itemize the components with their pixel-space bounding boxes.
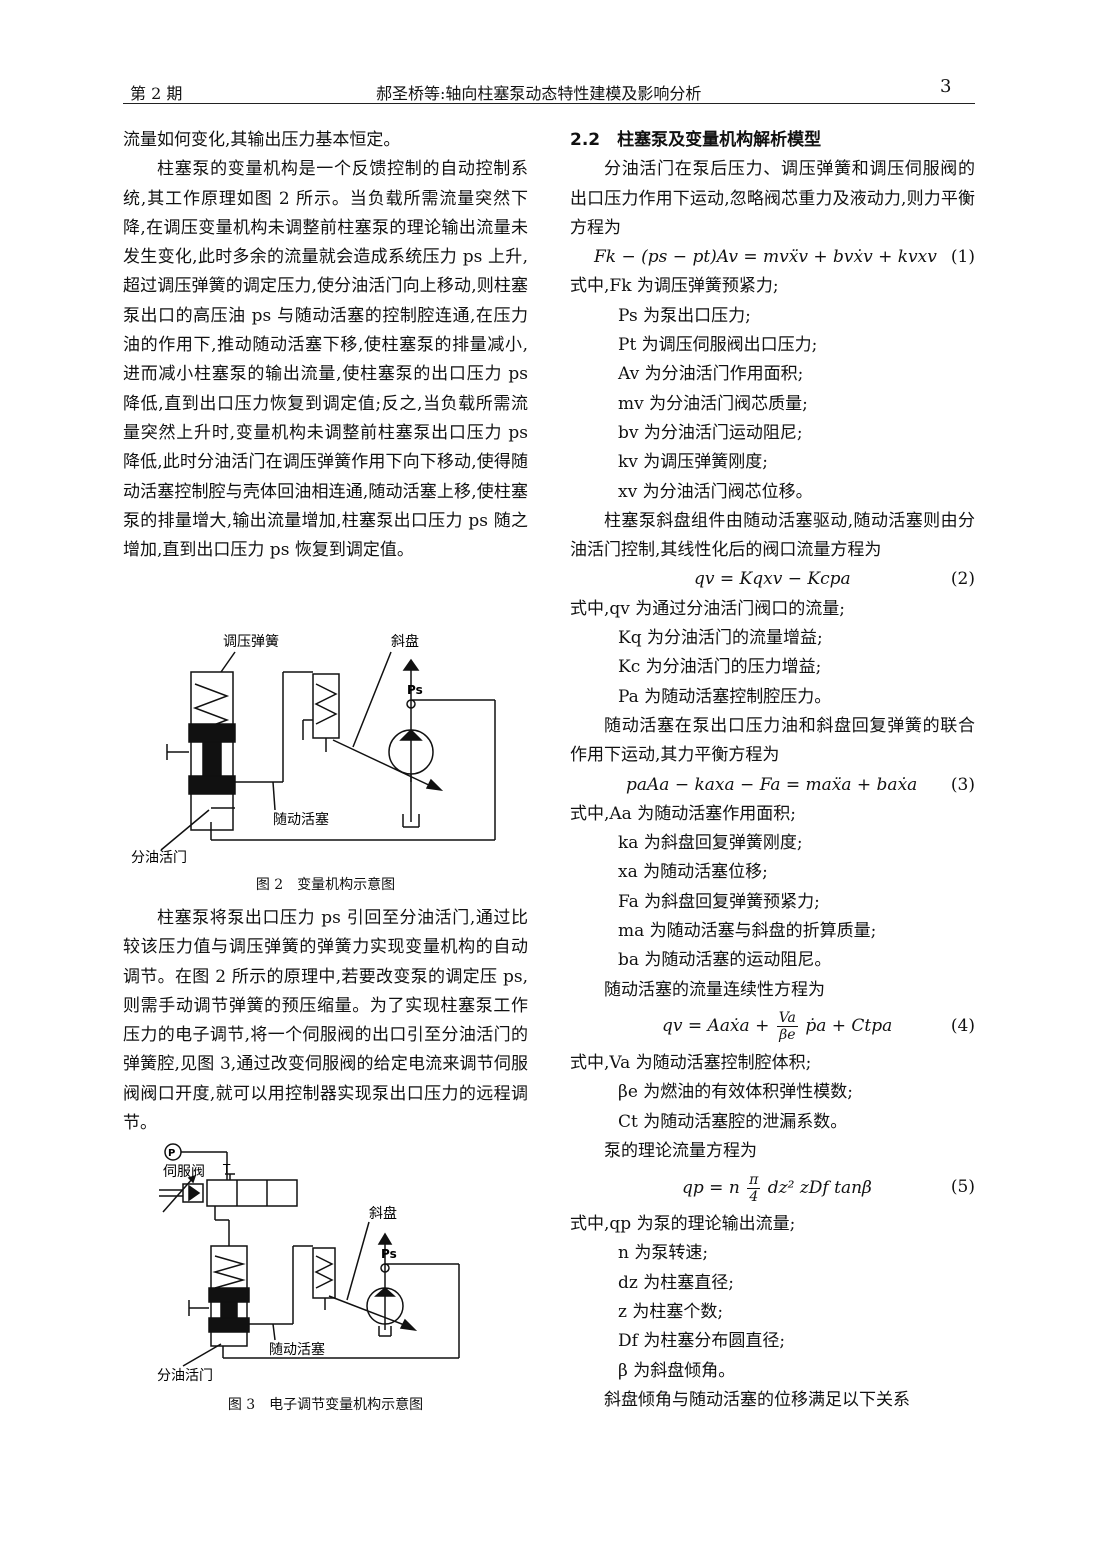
label-ps: Ps [381,1247,397,1261]
page-number: 3 [940,76,952,97]
definition: ka 为斜盘回复弹簧刚度; [618,833,803,854]
label-swash: 斜盘 [369,1205,397,1222]
equation-1: Fk − (ps − pt)Av = mvẍv + bvẋv + kvxv (1… [570,243,975,272]
label-p: P [168,1148,175,1159]
equation-number: (2) [950,569,975,590]
label-swash: 斜盘 [391,633,419,650]
figure-2-caption: 图 2 变量机构示意图 [255,877,396,893]
label-valve: 分油活门 [131,850,187,866]
equation-3: paAa − kaxa − Fa = maẍa + baẋa (3) [570,771,975,800]
equation-number: (3) [950,774,975,795]
right-column: 2.2 柱塞泵及变量机构解析模型 分油活门在泵后压力、调压弹簧和调压伺服阀的出口… [570,126,975,1415]
definition: ma 为随动活塞与斜盘的折算质量; [618,921,877,942]
header-rule [123,103,975,104]
label-t: T [222,1162,231,1176]
label-servo: 伺服阀 [163,1164,205,1180]
paragraph: 随动活塞的流量连续性方程为 [604,979,825,1000]
definition: Pt 为调压伺服阀出口压力; [618,335,818,356]
definition: Kc 为分油活门的压力增益; [618,657,822,678]
definition: Fa 为斜盘回复弹簧预紧力; [618,891,820,912]
definition: 式中,qv 为通过分油活门阀口的流量; [570,598,846,619]
definition: ba 为随动活塞的运动阻尼。 [618,950,832,971]
definition: xa 为随动活塞位移; [618,862,768,883]
definition: Kq 为分油活门的流量增益; [618,628,823,649]
equation-body: ṗa + Ctpa [805,1016,893,1037]
definition: 式中,qp 为泵的理论输出流量; [570,1214,796,1235]
equation-body: dz² zDf tanβ [767,1177,872,1198]
equation-body: qv = Kqxv − Kcpa [694,569,851,590]
paragraph: 柱塞泵的变量机构是一个反馈控制的自动控制系统,其工作原理如图 2 所示。当负载所… [123,159,528,561]
paragraph: 泵的理论流量方程为 [604,1140,757,1161]
paragraph: 随动活塞在泵出口压力油和斜盘回复弹簧的联合作用下运动,其力平衡方程为 [570,715,975,766]
definition: n 为泵转速; [618,1243,709,1264]
definition: Df 为柱塞分布圆直径; [618,1331,786,1352]
figure-3-caption: 图 3 电子调节变量机构示意图 [227,1397,424,1413]
definition: kv 为调压弹簧刚度; [618,452,769,473]
equation-2: qv = Kqxv − Kcpa (2) [570,565,975,594]
paragraph: 流量如何变化,其输出压力基本恒定。 [123,130,401,150]
paragraph: 斜盘倾角与随动活塞的位移满足以下关系 [604,1389,910,1410]
label-spring: 调压弹簧 [223,634,279,650]
definition: 式中,Aa 为随动活塞作用面积; [570,803,796,824]
equation-body: qp = n [682,1177,740,1198]
definition: bv 为分油活门运动阻尼; [618,422,803,443]
definition: xv 为分油活门阀芯位移。 [618,481,813,502]
definition: β 为斜盘倾角。 [618,1360,736,1381]
definition: mv 为分油活门阀芯质量; [618,393,808,414]
definition: Av 为分油活门作用面积; [618,364,804,385]
definition: βe 为燃油的有效体积弹性模数; [618,1082,854,1103]
label-piston: 随动活塞 [273,811,329,828]
definition: 式中,Fk 为调压弹簧预紧力; [570,276,779,297]
definition: Ps 为泵出口压力; [618,305,751,326]
definition: dz 为柱塞直径; [618,1272,734,1293]
section-heading: 2.2 柱塞泵及变量机构解析模型 [570,130,822,150]
equation-body: Fk − (ps − pt)Av = mvẍv + bvẋv + kvxv [594,247,937,268]
left-column-lower: 柱塞泵将泵出口压力 ps 引回至分油活门,通过比较该压力值与调压弹簧的弹簧力实现… [123,904,528,1138]
paragraph: 柱塞泵将泵出口压力 ps 引回至分油活门,通过比较该压力值与调压弹簧的弹簧力实现… [123,908,528,1134]
equation-body: qv = Aaẋa + [662,1016,770,1037]
definition: 式中,Va 为随动活塞控制腔体积; [570,1052,812,1073]
figure-2-diagram: 调压弹簧 斜盘 Ps 随动活塞 分油活门 [131,633,496,866]
paragraph: 柱塞泵斜盘组件由随动活塞驱动,随动活塞则由分油活门控制,其线性化后的阀口流量方程… [570,510,975,561]
definition: z 为柱塞个数; [618,1301,724,1322]
label-valve: 分油活门 [157,1368,213,1384]
label-ps: Ps [407,683,423,697]
equation-number: (1) [950,247,975,268]
left-column: 流量如何变化,其输出压力基本恒定。 柱塞泵的变量机构是一个反馈控制的自动控制系统… [123,126,528,565]
equation-number: (5) [950,1177,975,1198]
definition: Pa 为随动活塞控制腔压力。 [618,686,832,707]
running-title: 郝圣桥等:轴向柱塞泵动态特性建模及影响分析 [376,84,702,103]
figure-3-diagram: P 伺服阀 T 斜盘 Ps 随动活塞 分油活门 [157,1143,460,1384]
label-piston: 随动活塞 [269,1341,325,1358]
equation-body: paAa − kaxa − Fa = maẍa + baẋa [626,774,918,795]
definition: Ct 为随动活塞腔的泄漏系数。 [618,1111,848,1132]
issue-label: 第 2 期 [130,84,183,103]
paragraph: 分油活门在泵后压力、调压弹簧和调压伺服阀的出口压力作用下运动,忽略阀芯重力及液动… [570,159,975,238]
equation-number: (4) [950,1016,975,1037]
